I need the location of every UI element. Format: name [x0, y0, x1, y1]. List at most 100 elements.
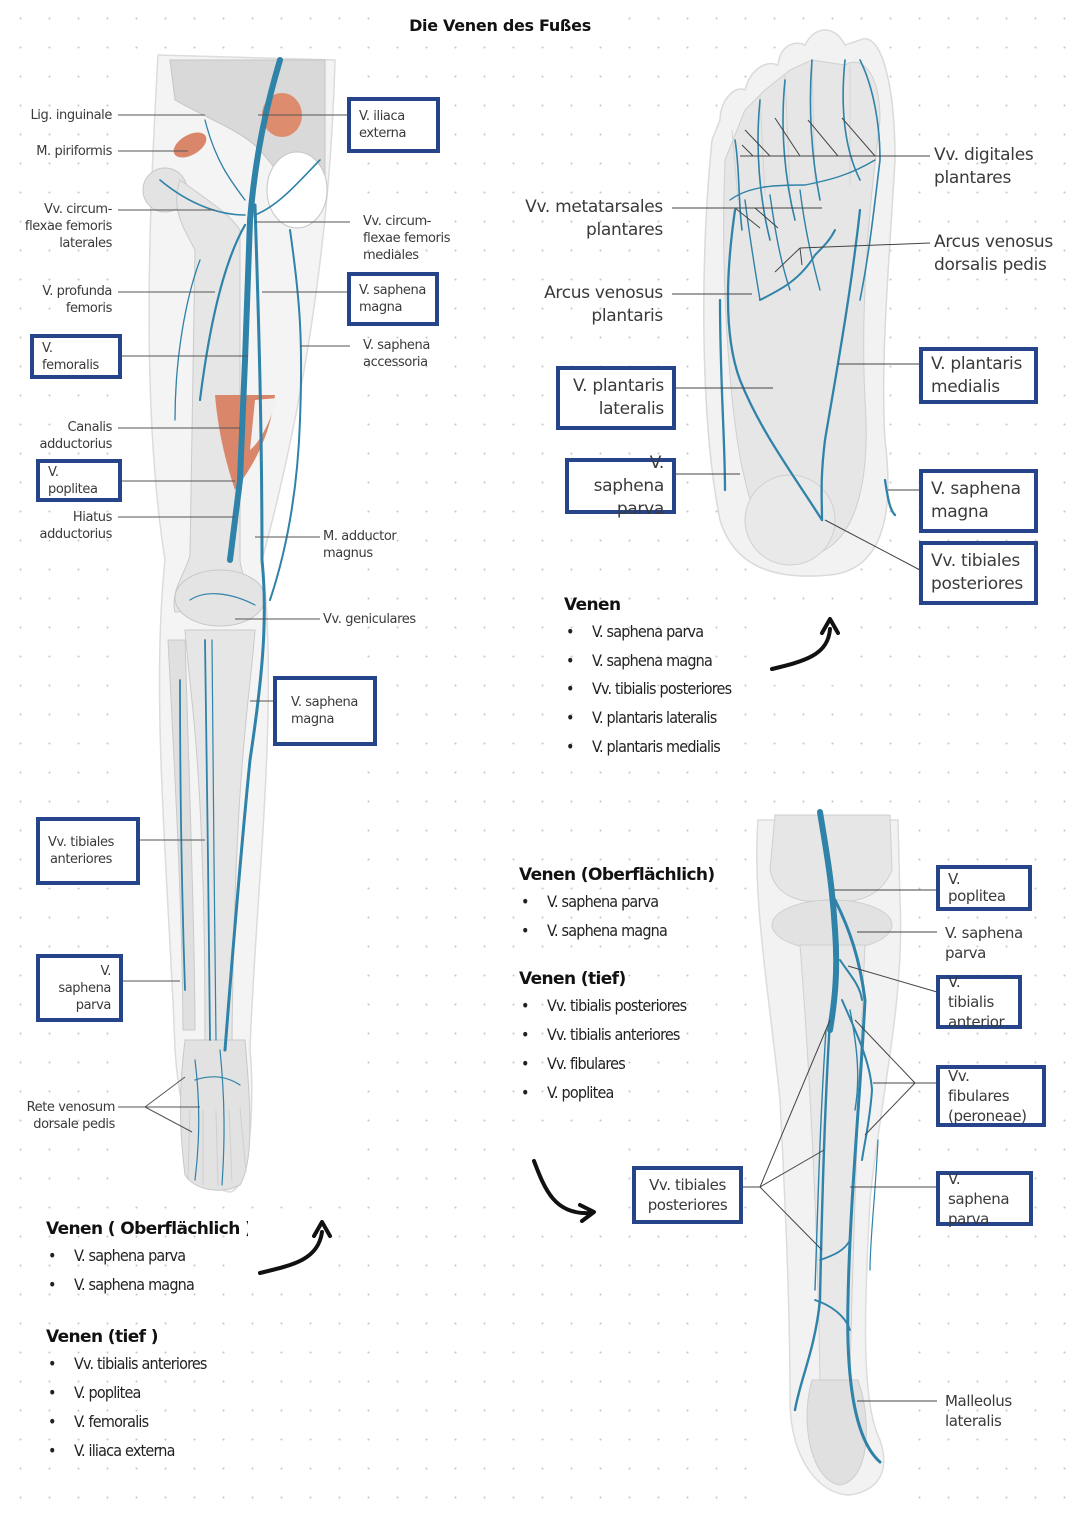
- list-item: •Vv. tibialis anteriores: [48, 1354, 207, 1374]
- label-v-saphena-magna-thigh: V. saphena magna: [359, 283, 426, 315]
- label-m-adductor-magnus: M. adductor magnus: [323, 529, 397, 561]
- vein-tibiales-posteriores-1: [793, 1018, 832, 1412]
- label-box-v-plantaris-medialis: V. plantaris medialis: [919, 347, 1038, 404]
- label-box-v-poplitea: V. poplitea: [36, 459, 122, 502]
- vein-saphena-parva-post: [833, 898, 882, 1464]
- label-box-vv-tibiales-posteriores-foot: Vv. tibiales posteriores: [919, 541, 1038, 605]
- label-arcus-venosus-dorsalis: Arcus venosus dorsalis pedis: [934, 232, 1053, 275]
- list-item: •V. saphena magna: [521, 920, 668, 940]
- vein-saphena-accessoria: [269, 229, 303, 601]
- femur-shaft: [173, 179, 252, 613]
- label-box-v-tibialis-anterior: V. tibialis anterior: [936, 973, 1022, 1031]
- label-box-v-saphena-parva-post: V. saphena parva: [936, 1169, 1033, 1228]
- notes-foot: Venen •V. saphena parva •V. saphena magn…: [564, 595, 732, 762]
- vein-saphena-parva-foot: [718, 298, 727, 492]
- label-v-saphena-parva-ant: V. saphena parva: [58, 963, 111, 1013]
- label-vv-geniculares: Vv. geniculares: [323, 612, 416, 627]
- canalis-adductorius: [250, 398, 278, 450]
- list-item: •V. saphena parva: [521, 892, 659, 911]
- label-vv-tibiales-anteriores: Vv. tibiales anteriores: [48, 835, 114, 867]
- label-arcus-venosus-plantaris: Arcus venosus plantaris: [544, 283, 663, 326]
- label-box-v-saphena-magna-knee: V. saphena magna: [273, 676, 377, 746]
- vein-geniculares: [189, 593, 256, 606]
- list-item: •V. saphena parva: [566, 622, 704, 641]
- list-item: •Vv. tibialis posteriores: [566, 679, 732, 699]
- label-box-vv-tibiales-posteriores-post: Vv. tibiales posteriores: [632, 1166, 743, 1224]
- label-hiatus-adductorius: Hiatus adductorius: [39, 510, 113, 542]
- vein-branch-1: [204, 119, 246, 201]
- vein-digit-5b: [859, 59, 881, 301]
- list-item: •V. femoralis: [48, 1411, 149, 1431]
- label-v-profunda-femoris: V. profunda femoris: [42, 284, 112, 316]
- vein-femoral: [227, 57, 283, 563]
- vein-tibialis-ant-post: [839, 959, 863, 1001]
- label-vv-tibiales-posteriores-post: Vv. tibiales posteriores: [647, 1176, 728, 1214]
- notes-leg-superficial-list: •V. saphena parva •V. saphena magna: [46, 1242, 252, 1299]
- label-v-femoralis: V. femoralis: [42, 340, 99, 373]
- notes-leg-deep-list: •Vv. tibialis anteriores •V. poplitea •V…: [46, 1350, 252, 1465]
- leader-lines-foot: [672, 117, 931, 571]
- list-item: •V. plantaris lateralis: [566, 708, 717, 728]
- notes-leg: Venen ( Oberflächlich ) •V. saphena parv…: [46, 1219, 253, 1465]
- vein-metatarsal-2: [769, 194, 791, 291]
- list-item: •V. poplitea: [48, 1383, 141, 1403]
- label-rete-venosum: Rete venosum dorsale pedis: [26, 1100, 116, 1132]
- label-box-v-saphena-parva-foot: V. saphena parva: [565, 453, 676, 519]
- list-item: •V. saphena parva: [48, 1246, 186, 1265]
- vein-plantaris-lateralis: [726, 208, 824, 522]
- curved-arrow-down-right-icon: [520, 1145, 610, 1235]
- vein-digit-3: [782, 79, 796, 221]
- list-item: •V. plantaris medialis: [566, 736, 721, 756]
- vein-metatarsal-arch: [729, 159, 876, 201]
- vein-digit-4: [809, 59, 821, 201]
- list-item: •Vv. tibialis posteriores: [521, 996, 687, 1016]
- vein-circumflex-med: [254, 159, 321, 216]
- label-v-saphena-parva-post: V. saphena parva: [948, 1169, 1010, 1228]
- vein-dorsal-foot-1: [194, 1059, 200, 1181]
- vein-fibulares-2: [849, 1009, 859, 1111]
- label-box-v-femoralis: V. femoralis: [30, 334, 122, 379]
- list-item: •Vv. fibulares: [521, 1053, 626, 1073]
- page-title: Die Venen des Fußes: [380, 16, 620, 35]
- label-vv-tibiales-posteriores-foot: Vv. tibiales posteriores: [931, 551, 1023, 594]
- label-vv-fibulares: Vv. fibulares (peroneae): [948, 1067, 1027, 1125]
- notes-posterior-deep-list: •Vv. tibialis posteriores •Vv. tibialis …: [519, 992, 715, 1107]
- vein-saphena-parva: [179, 679, 186, 991]
- label-box-v-plantaris-lateralis: V. plantaris lateralis: [556, 366, 676, 430]
- toes: [187, 1107, 247, 1187]
- posterior-calcaneus: [806, 1379, 867, 1486]
- label-v-saphena-magna-knee: V. saphena magna: [291, 695, 358, 727]
- label-v-poplitea: V. poplitea: [48, 464, 98, 497]
- vein-tibiales-posteriores-2: [814, 1029, 827, 1291]
- label-v-poplitea-post: V. poplitea: [948, 870, 1006, 905]
- label-v-saphena-parva-post-top: V. saphena parva: [945, 924, 1023, 962]
- vein-circumflex-lat: [159, 179, 246, 216]
- curved-arrow-up-right-icon: [760, 605, 855, 685]
- vein-saphena-magna-foot: [883, 478, 897, 517]
- label-v-iliaca-externa: V. iliaca externa: [359, 109, 407, 141]
- list-item: •V. iliaca externa: [48, 1440, 175, 1460]
- vein-metatarsal-1: [744, 199, 761, 301]
- vein-profunda-femoris: [198, 223, 247, 402]
- notes-foot-list: •V. saphena parva •V. saphena magna •Vv.…: [564, 618, 732, 762]
- vein-digit-1: [734, 139, 743, 231]
- leader-lines-leg-posterior: [742, 889, 938, 1402]
- label-v-saphena-parva-foot: V. saphena parva: [593, 452, 665, 519]
- label-vv-circumflexae-laterales: Vv. circum- flexae femoris laterales: [24, 202, 112, 251]
- label-box-vv-tibiales-anteriores: Vv. tibiales anteriores: [36, 817, 140, 885]
- vein-dorsal-foot-3: [194, 1076, 241, 1086]
- label-v-plantaris-medialis: V. plantaris medialis: [931, 353, 1023, 397]
- label-box-v-saphena-magna-thigh: V. saphena magna: [347, 272, 439, 326]
- veins-foot-plantar: [718, 59, 897, 522]
- vein-tibialis-ant: [204, 639, 211, 1041]
- vein-digit-2: [757, 99, 771, 241]
- list-item: •V. saphena magna: [566, 650, 713, 670]
- calcaneus: [744, 474, 836, 566]
- notes-posterior-superficial-list: •V. saphena parva •V. saphena magna: [519, 888, 715, 945]
- vein-dorsal-foot-2: [219, 1049, 225, 1186]
- veins-leg-anterior: [159, 57, 321, 1186]
- notes-foot-heading: Venen: [564, 595, 621, 615]
